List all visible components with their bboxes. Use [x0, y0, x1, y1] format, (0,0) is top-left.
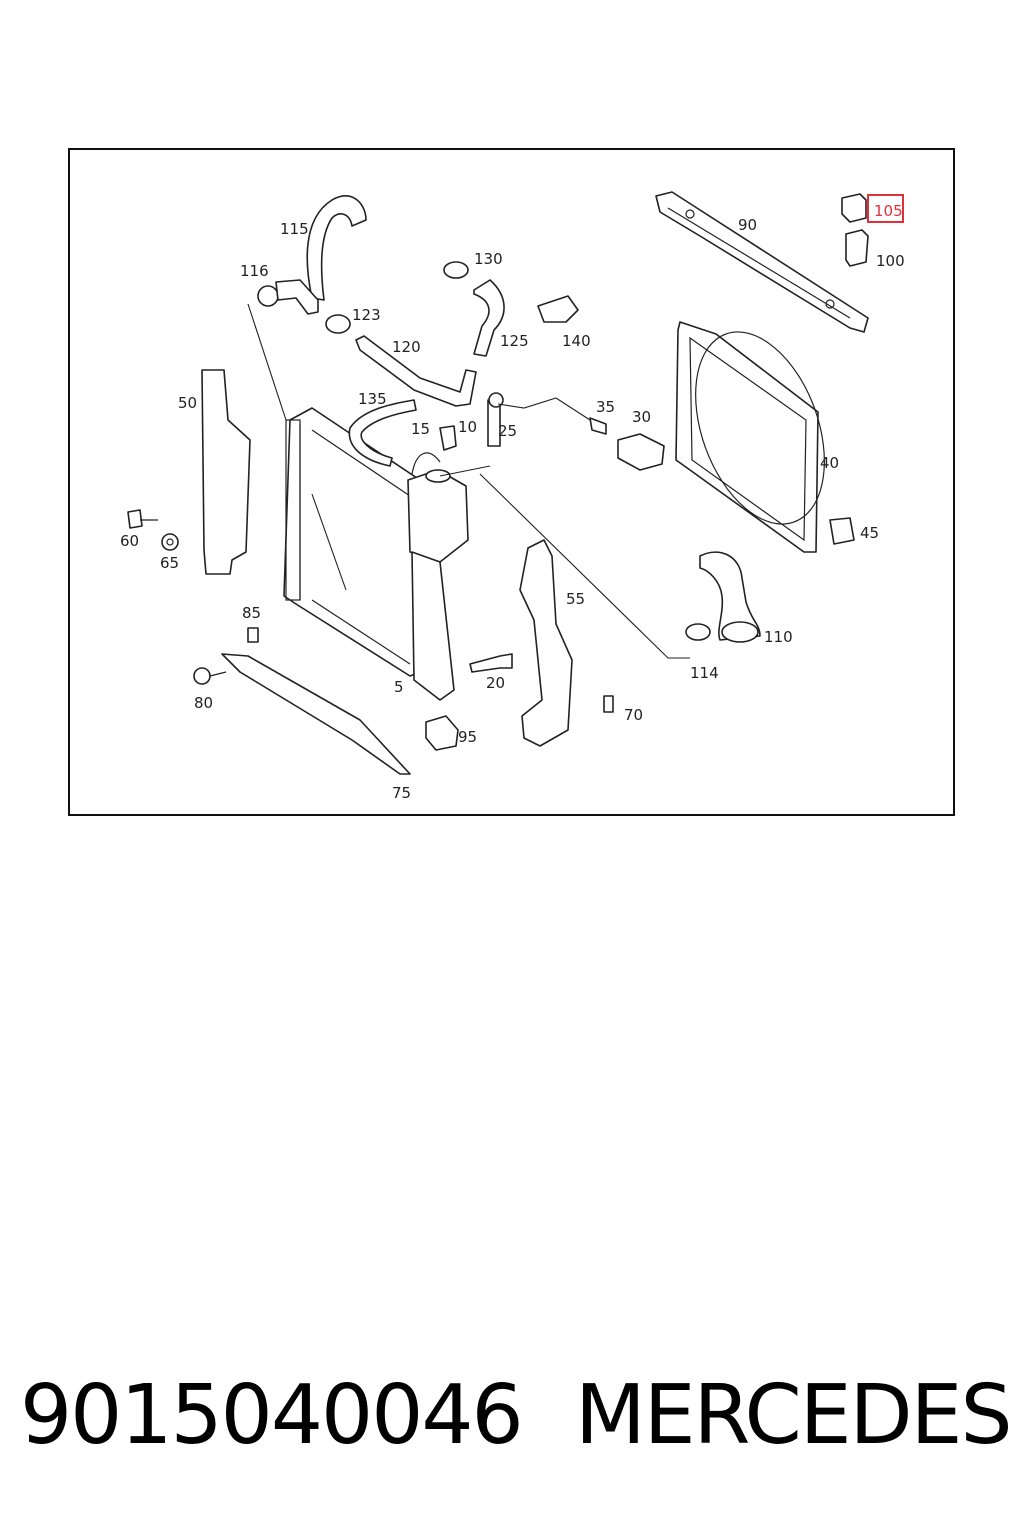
parts-diagram-frame [68, 148, 955, 816]
part-114-clamp [685, 623, 711, 641]
label-95: 95 [458, 728, 477, 746]
part-65-washer [161, 533, 179, 551]
part-5-radiator [283, 407, 421, 677]
part-40-fan-shroud [675, 321, 825, 553]
part-130-clamp [443, 261, 469, 279]
part-number-text: 9015040046 [20, 1368, 524, 1463]
label-65: 65 [160, 554, 179, 572]
label-50: 50 [178, 394, 197, 412]
label-70: 70 [624, 706, 643, 724]
part-110-lower-hose [699, 551, 761, 643]
label-30: 30 [632, 408, 651, 426]
part-20-drain-plug [469, 653, 513, 673]
part-120-hose [355, 335, 477, 407]
label-140: 140 [562, 332, 591, 350]
label-45: 45 [860, 524, 879, 542]
label-80: 80 [194, 694, 213, 712]
part-123-clamp [325, 314, 351, 334]
part-75-lower-bracket [221, 653, 411, 775]
part-140-sensor [537, 295, 579, 323]
part-90-upper-crossmember [655, 191, 869, 333]
label-135: 135 [358, 390, 387, 408]
part-coolant-tank [407, 469, 469, 701]
part-125-hose [473, 279, 505, 357]
part-25-sensor [487, 392, 504, 447]
label-114: 114 [690, 664, 719, 682]
label-75: 75 [392, 784, 411, 802]
label-123: 123 [352, 306, 381, 324]
part-100-clip [845, 229, 869, 267]
label-60: 60 [120, 532, 139, 550]
label-105: 105 [874, 202, 903, 220]
part-15-line [411, 452, 441, 475]
part-105-clip [841, 193, 867, 223]
label-15: 15 [411, 420, 430, 438]
brand-text: MERCEDES [575, 1368, 1013, 1463]
part-55-air-guide [519, 539, 573, 747]
label-5: 5 [394, 678, 404, 696]
label-40: 40 [820, 454, 839, 472]
part-70-clip [603, 695, 614, 713]
leader-lines [247, 303, 690, 659]
label-120: 120 [392, 338, 421, 356]
part-135-hose [348, 399, 417, 467]
highlight-box-105 [867, 194, 904, 223]
label-130: 130 [474, 250, 503, 268]
label-90: 90 [738, 216, 757, 234]
label-85: 85 [242, 604, 261, 622]
label-110: 110 [764, 628, 793, 646]
label-55: 55 [566, 590, 585, 608]
part-45-clip [829, 517, 855, 545]
part-10-plug [439, 425, 457, 451]
part-95-mount [425, 715, 459, 751]
label-100: 100 [876, 252, 905, 270]
part-115-upper-hose [306, 195, 367, 301]
label-115: 115 [280, 220, 309, 238]
part-85-clip [247, 627, 259, 643]
part-30-connector [617, 433, 665, 471]
part-80-screw [193, 667, 227, 685]
part-35-fitting [589, 417, 607, 435]
label-10: 10 [458, 418, 477, 436]
label-25: 25 [498, 422, 517, 440]
part-labels: 5 10 15 20 25 30 35 40 45 50 55 60 65 70… [120, 194, 905, 802]
part-60-bolt [127, 509, 158, 529]
part-50-air-guide [201, 369, 251, 575]
label-125: 125 [500, 332, 529, 350]
label-35: 35 [596, 398, 615, 416]
part-116-hose-clamp [257, 279, 319, 315]
label-116: 116 [240, 262, 269, 280]
label-20: 20 [486, 674, 505, 692]
